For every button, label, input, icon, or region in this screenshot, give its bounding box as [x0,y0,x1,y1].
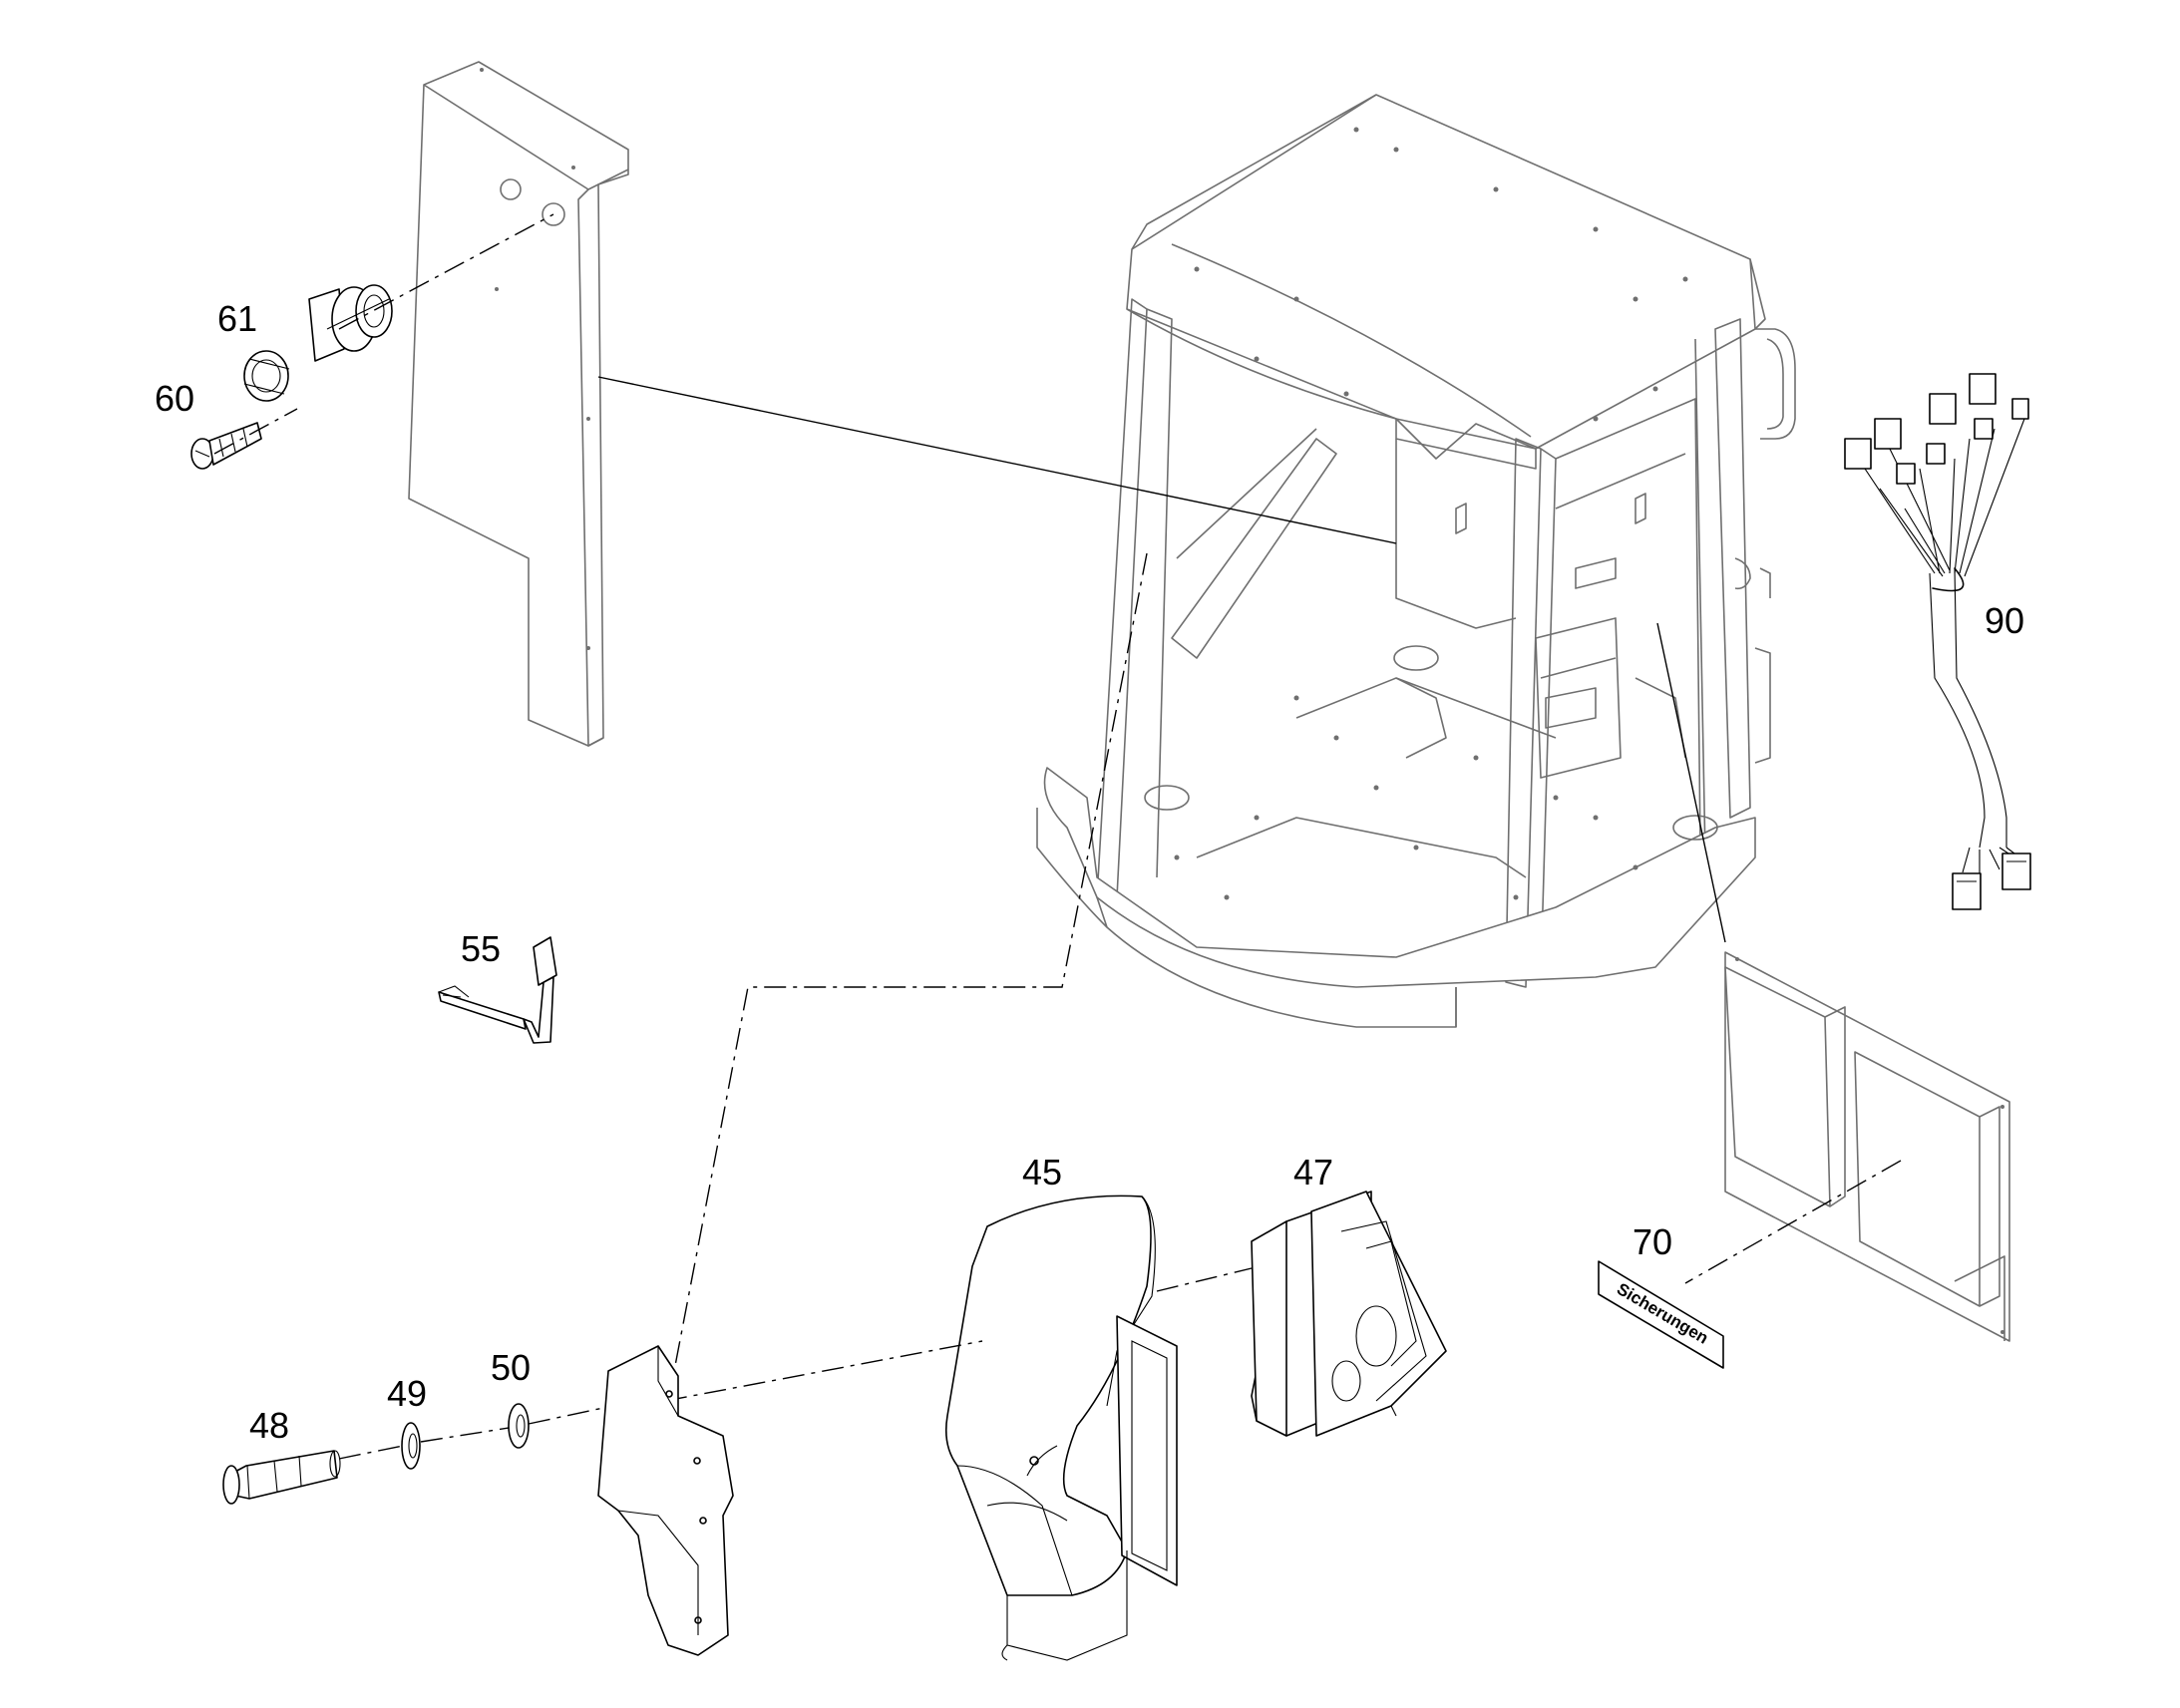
callout-61: 61 [217,298,257,339]
fuse-box-70 [1724,951,2010,1342]
nut-61 [243,350,290,402]
washer-49 [401,1422,421,1470]
callout-55: 55 [461,928,501,969]
fuse-box-axis-line [1684,1160,1902,1284]
callout-49: 49 [387,1373,427,1414]
housing-45 [944,1195,1178,1661]
cab-frame [1036,94,1796,1028]
cab-rivets [1174,127,1688,900]
callout-48: 48 [249,1405,289,1446]
label-plate-text: Sicherungen [1614,1279,1711,1348]
side-panel [408,61,629,747]
callout-50: 50 [491,1347,531,1388]
cab-axis-line [673,552,1148,1372]
panel-to-cab-line [597,376,1397,544]
connector-axis-line [213,213,554,455]
display-47 [1251,1191,1447,1437]
bolt-48 [222,1450,341,1505]
harness-90 [1844,373,2031,910]
label-plate: Sicherungen [1598,1260,1724,1369]
bolt-axis-line [338,1407,604,1460]
screw-60 [190,422,262,470]
callout-60: 60 [155,378,194,419]
callout-90: 90 [1985,600,2024,641]
connector-assembly [308,284,393,362]
mounting-bracket [597,1345,734,1656]
callout-70: 70 [1633,1221,1672,1262]
callout-45: 45 [1022,1152,1062,1193]
switch-55 [438,936,557,1044]
housing-axis-line [664,1267,1253,1402]
callouts: 61 60 90 55 45 47 70 48 49 50 [155,298,2024,1446]
callout-47: 47 [1293,1152,1333,1193]
cab-to-fuse-box-line [1656,622,1726,943]
washer-50 [508,1403,530,1449]
